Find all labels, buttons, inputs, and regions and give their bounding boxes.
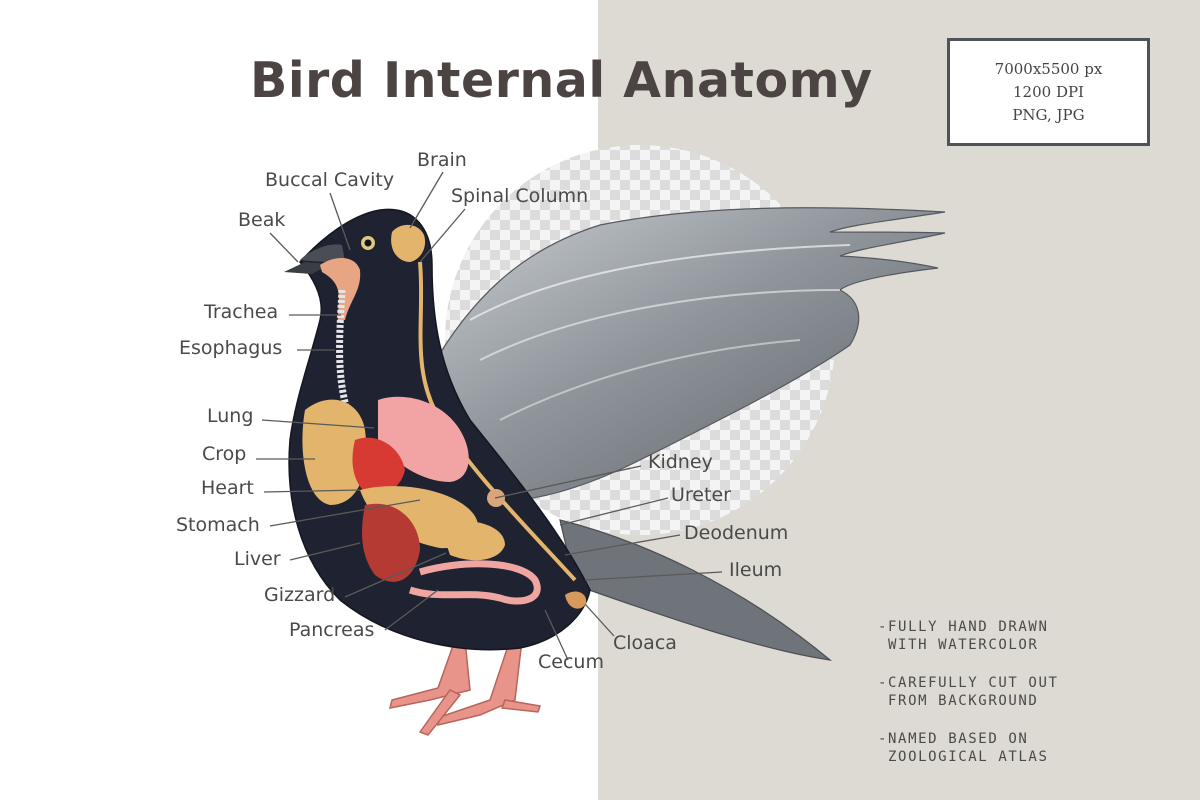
label-spinal-column: Spinal Column: [451, 185, 589, 207]
spec-dimensions: 7000x5500 px: [994, 59, 1103, 78]
label-esophagus: Esophagus: [179, 337, 283, 359]
brain-shape: [391, 224, 426, 262]
intestine-shape: [408, 560, 541, 605]
label-trachea: Trachea: [204, 301, 279, 323]
label-lung: Lung: [207, 405, 254, 427]
label-beak: Beak: [238, 209, 286, 231]
label-buccal-cavity: Buccal Cavity: [265, 169, 395, 191]
cloaca-shape: [565, 591, 587, 609]
leader-lines: [256, 171, 723, 661]
label-cecum: Cecum: [538, 651, 604, 673]
internal-organs: [302, 224, 587, 609]
label-stomach: Stomach: [176, 514, 260, 536]
note-zoological-atlas: -NAMED BASED ON ZOOLOGICAL ATLAS: [878, 731, 1049, 765]
heart-shape: [352, 437, 405, 495]
label-cloaca: Cloaca: [613, 632, 677, 654]
note-cut-out: -CAREFULLY CUT OUT FROM BACKGROUND: [878, 675, 1059, 709]
label-pancreas: Pancreas: [289, 619, 375, 641]
label-crop: Crop: [202, 443, 247, 465]
wing: [429, 207, 946, 501]
label-deodenum: Deodenum: [684, 522, 789, 544]
liver-shape: [362, 503, 420, 582]
gizzard-shape: [440, 521, 505, 561]
note-hand-drawn: -FULLY HAND DRAWN WITH WATERCOLOR: [878, 619, 1049, 653]
spec-formats: PNG, JPG: [1012, 105, 1085, 124]
label-kidney: Kidney: [648, 451, 713, 473]
label-ileum: Ileum: [729, 559, 783, 581]
beak: [300, 244, 345, 262]
page-title: Bird Internal Anatomy: [250, 52, 873, 109]
buccal-cavity-shape: [320, 258, 361, 320]
label-ureter: Ureter: [671, 484, 731, 506]
legs-and-feet: [388, 639, 541, 736]
label-brain: Brain: [417, 149, 467, 171]
label-heart: Heart: [201, 477, 254, 499]
spec-box: 7000x5500 px 1200 DPI PNG, JPG: [947, 38, 1150, 146]
label-gizzard: Gizzard: [264, 584, 336, 606]
label-liver: Liver: [234, 548, 281, 570]
tail: [559, 519, 833, 661]
feature-notes: -FULLY HAND DRAWN WITH WATERCOLOR -CAREF…: [878, 618, 1059, 786]
spec-dpi: 1200 DPI: [1013, 82, 1084, 101]
